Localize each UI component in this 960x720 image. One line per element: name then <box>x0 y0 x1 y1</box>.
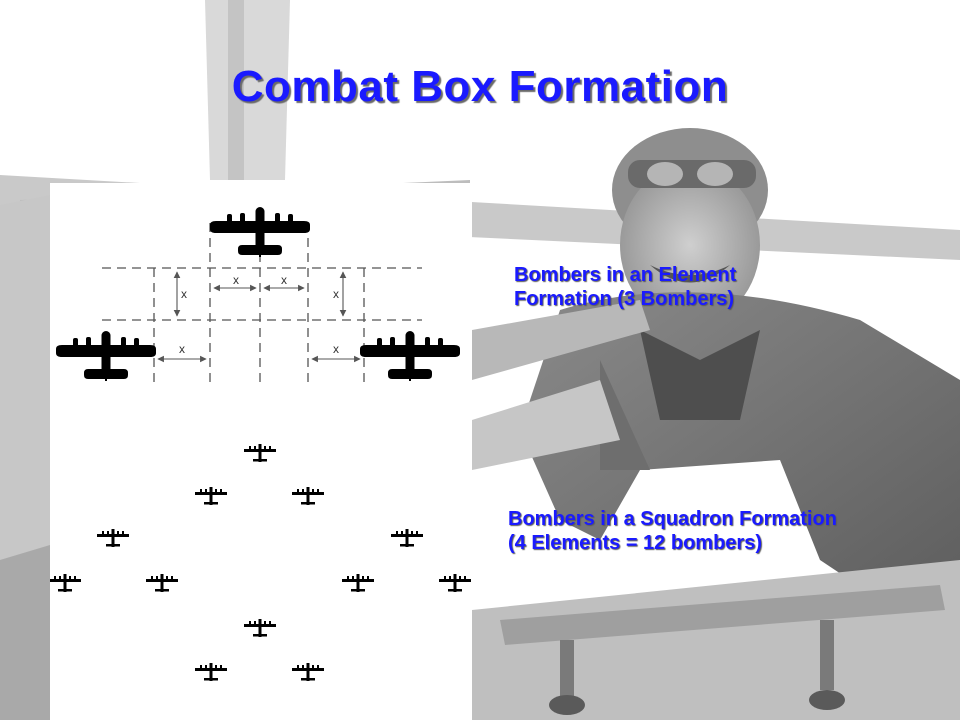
element-formation-diagram: x x x x x x <box>50 183 472 413</box>
squadron-bomber <box>49 574 81 592</box>
right-wing-bomber <box>360 331 460 381</box>
squadron-caption-line1: Bombers in a Squadron Formation <box>508 508 837 530</box>
squadron-bomber <box>342 574 374 592</box>
squadron-bomber <box>195 487 227 505</box>
spacing-label: x <box>281 273 287 287</box>
spacing-label: x <box>333 287 339 301</box>
squadron-formation-diagram <box>49 438 472 720</box>
spacing-label: x <box>333 342 339 356</box>
squadron-caption: Bombers in a Squadron Formation (4 Eleme… <box>508 507 958 555</box>
squadron-bomber <box>195 663 227 681</box>
element-caption-line1: Bombers in an Element <box>514 264 737 286</box>
squadron-bomber <box>97 529 129 547</box>
squadron-bomber <box>146 574 178 592</box>
slide-title: Combat Box Formation <box>231 62 729 111</box>
squadron-bomber <box>292 487 324 505</box>
spacing-label: x <box>181 287 187 301</box>
squadron-bomber <box>391 529 423 547</box>
element-formation-svg: x x x x x x <box>56 207 460 383</box>
element-caption-line2: Formation (3 Bombers) <box>514 288 735 310</box>
lead-bomber <box>210 207 310 257</box>
guide-lines <box>102 223 422 383</box>
squadron-formation-svg <box>49 444 471 681</box>
spacing-arrows <box>157 271 361 363</box>
element-caption: Bombers in an Element Formation (3 Bombe… <box>514 263 834 311</box>
left-wing-bomber <box>56 331 156 381</box>
spacing-label: x <box>233 273 239 287</box>
squadron-bomber <box>292 663 324 681</box>
squadron-caption-line2: (4 Elements = 12 bombers) <box>508 532 762 554</box>
squadron-bomber <box>244 444 276 462</box>
spacing-label: x <box>179 342 185 356</box>
squadron-bomber <box>244 619 276 637</box>
squadron-bomber <box>439 574 471 592</box>
